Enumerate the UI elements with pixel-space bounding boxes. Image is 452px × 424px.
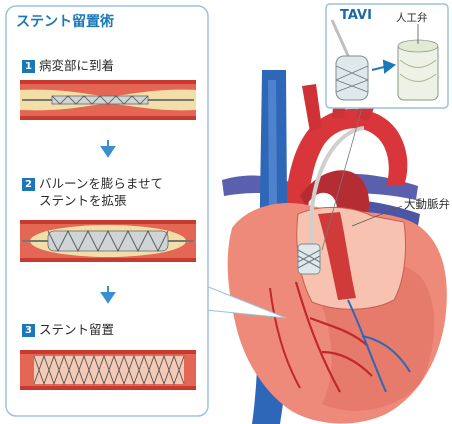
step-3-text: ステント留置 [39, 322, 114, 337]
vessel-step-3 [20, 350, 196, 390]
step-3-label: 3 ステント留置 [22, 322, 114, 337]
vessel-step-2 [20, 220, 196, 262]
step-1-text: 病変部に到着 [39, 58, 114, 73]
heart-illustration [206, 70, 447, 424]
artificial-valve-label: 人工弁 [396, 12, 428, 25]
panel-title: ステント留置術 [16, 14, 114, 31]
step-1-number: 1 [22, 60, 35, 73]
vessel-step-1 [20, 80, 196, 120]
step-2-text-line2: ステントを拡張 [39, 193, 127, 208]
step-2-number: 2 [22, 178, 35, 191]
step-2-label: 2 バルーンを膨らませて [22, 176, 163, 191]
tavi-title: TAVI [340, 8, 372, 24]
step-3-number: 3 [22, 324, 35, 337]
step-1-label: 1 病変部に到着 [22, 58, 114, 73]
aorta-branch-1 [302, 84, 322, 132]
step-2-text-line1: バルーンを膨らませて [39, 176, 163, 191]
aortic-valve-label: 大動脈弁 [404, 198, 450, 212]
tavi-valve-in-situ [298, 244, 320, 274]
